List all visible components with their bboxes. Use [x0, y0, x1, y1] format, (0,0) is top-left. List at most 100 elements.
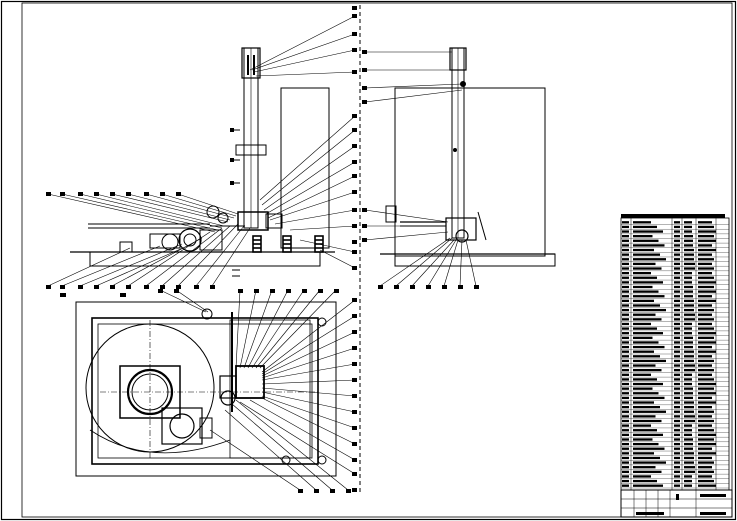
parts-row-text: [622, 466, 629, 469]
parts-row-text: [622, 387, 629, 390]
parts-row-text: [684, 470, 695, 473]
parts-row-text: [698, 225, 714, 229]
parts-row-text: [674, 239, 680, 242]
parts-row-text: [684, 299, 694, 303]
parts-row-text: [684, 373, 692, 376]
parts-row-text: [622, 322, 629, 326]
parts-row-text: [633, 392, 659, 395]
parts-row-text: [674, 322, 680, 326]
parts-row-text: [633, 419, 662, 423]
parts-row-text: [698, 382, 716, 386]
parts-row-text: [633, 475, 651, 478]
parts-row-text: [698, 341, 716, 344]
plan-outer-slab: [75, 301, 337, 477]
parts-row-text: [622, 452, 629, 455]
parts-row-text: [684, 235, 693, 238]
parts-row-text: [622, 345, 629, 349]
parts-row-text: [622, 438, 629, 441]
parts-row-text: [633, 276, 657, 279]
parts-row-text: [633, 424, 651, 427]
parts-row-text: [684, 332, 692, 335]
parts-row-text: [622, 410, 629, 413]
parts-row-text: [698, 327, 714, 330]
parts-row-text: [698, 419, 714, 423]
parts-row-text: [674, 382, 680, 386]
parts-row-text: [674, 285, 680, 289]
parts-row-text: [698, 299, 716, 303]
parts-row-text: [622, 447, 629, 450]
parts-row-text: [698, 276, 714, 279]
parts-row-text: [622, 364, 629, 367]
parts-row-text: [698, 470, 714, 473]
parts-row-text: [698, 369, 714, 372]
parts-row-text: [633, 452, 654, 455]
parts-row-text: [674, 258, 680, 261]
parts-row-text: [674, 230, 680, 233]
parts-row-text: [622, 308, 629, 312]
parts-row-text: [674, 341, 680, 344]
parts-row-text: [633, 262, 656, 266]
parts-row-text: [622, 470, 629, 473]
parts-row-text: [674, 484, 680, 487]
parts-row-text: [622, 396, 629, 400]
parts-row-text: [674, 466, 680, 469]
parts-row-text: [633, 456, 660, 460]
parts-row-text: [622, 313, 629, 316]
parts-row-text: [698, 456, 712, 460]
parts-row-text: [698, 258, 714, 261]
parts-row-text: [698, 313, 712, 316]
parts-row-text: [674, 304, 680, 307]
parts-row-text: [674, 410, 680, 413]
parts-list-table: [620, 214, 730, 491]
parts-row-text: [684, 318, 695, 321]
parts-row-text: [684, 475, 692, 478]
parts-row-text: [633, 484, 663, 487]
parts-row-text: [698, 405, 712, 409]
parts-row-text: [674, 345, 680, 349]
parts-row-text: [622, 429, 629, 432]
parts-row-text: [633, 466, 656, 469]
parts-row-text: [633, 299, 654, 303]
parts-row-text: [622, 221, 629, 224]
parts-row-text: [674, 424, 680, 427]
parts-row-text: [684, 392, 693, 395]
parts-row-text: [674, 479, 680, 483]
parts-row-text: [633, 447, 665, 450]
parts-row-text: [622, 267, 629, 270]
parts-row-text: [698, 295, 712, 298]
front-base-slab: [89, 251, 321, 267]
parts-row-text: [674, 392, 680, 395]
parts-row-text: [674, 313, 680, 316]
parts-row-text: [684, 244, 693, 247]
parts-row-text: [674, 401, 680, 404]
parts-row-text: [633, 221, 651, 224]
parts-row-text: [633, 401, 654, 404]
parts-row-text: [674, 364, 680, 367]
parts-row-text: [684, 359, 694, 363]
parts-row-text: [633, 322, 651, 326]
parts-row-text: [698, 484, 716, 487]
parts-row-text: [684, 419, 695, 423]
parts-row-text: [622, 475, 629, 478]
parts-row-text: [684, 345, 693, 349]
parts-row-text: [698, 239, 716, 242]
parts-row-text: [633, 461, 666, 464]
parts-row-text: [674, 253, 680, 256]
parts-row-text: [684, 424, 692, 427]
parts-row-text: [674, 373, 680, 376]
parts-row-text: [622, 433, 629, 437]
parts-row-text: [698, 364, 712, 367]
parts-row-text: [633, 285, 653, 289]
parts-row-text: [698, 373, 712, 376]
parts-row-text: [684, 295, 693, 298]
parts-row-text: [633, 405, 660, 409]
parts-row-text: [684, 313, 695, 316]
parts-row-text: [622, 373, 629, 376]
parts-row-text: [633, 267, 662, 270]
parts-row-text: [698, 429, 714, 432]
parts-row-text: [633, 442, 659, 446]
parts-row-text: [698, 336, 714, 339]
parts-row-text: [633, 355, 660, 358]
parts-row-text: [684, 267, 695, 270]
